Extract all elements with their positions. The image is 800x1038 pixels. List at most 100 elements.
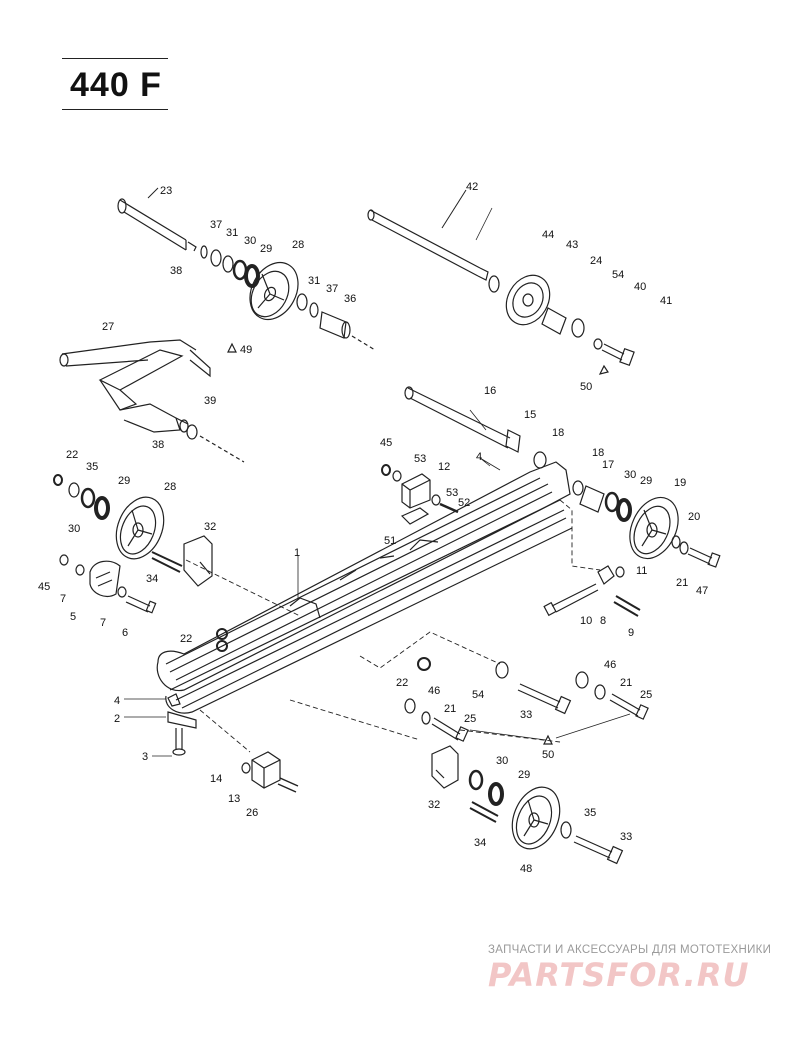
callout-23: 23 xyxy=(160,185,172,197)
washer-part-40 xyxy=(593,338,603,350)
callout-16: 16 xyxy=(484,385,496,397)
spacer-stack-upper xyxy=(200,245,260,288)
washer-part-18-upper xyxy=(533,451,547,469)
callout-21: 21 xyxy=(444,703,456,715)
bolt-part-26 xyxy=(277,777,299,793)
swing-arm-part-27 xyxy=(59,339,211,433)
callout-30: 30 xyxy=(68,523,80,535)
bracket-part-8 xyxy=(597,565,615,585)
washer-part-44 xyxy=(488,275,500,293)
callout-13: 13 xyxy=(228,793,240,805)
nut-part-11 xyxy=(615,566,625,578)
callout-51: 51 xyxy=(384,535,396,547)
wheel-part-28-left xyxy=(115,496,165,560)
callout-7: 7 xyxy=(60,593,66,605)
callout-4: 4 xyxy=(476,451,482,463)
callout-2: 2 xyxy=(114,713,120,725)
nut-part-50-upper xyxy=(598,364,609,375)
callout-30: 30 xyxy=(496,755,508,767)
callout-37: 37 xyxy=(326,283,338,295)
callout-43: 43 xyxy=(566,239,578,251)
screw-part-3 xyxy=(172,728,186,756)
callout-44: 44 xyxy=(542,229,554,241)
bumper-part-5 xyxy=(89,560,121,597)
callout-46: 46 xyxy=(428,685,440,697)
callout-24: 24 xyxy=(590,255,602,267)
shaft-part-16 xyxy=(404,386,521,453)
ring-part-30-left xyxy=(80,487,96,509)
nut-part-22-right xyxy=(417,657,431,671)
callout-33: 33 xyxy=(520,709,532,721)
plate-part-2 xyxy=(167,711,197,729)
callout-34: 34 xyxy=(474,837,486,849)
watermark-tagline: ЗАПЧАСТИ И АКСЕССУАРЫ ДЛЯ МОТОТЕХНИКИ xyxy=(488,944,772,956)
bolt-part-33-mid xyxy=(517,683,572,715)
nut-part-22-mid-upper xyxy=(216,628,228,640)
nut-part-22-mid-lower xyxy=(216,640,228,652)
callout-1: 1 xyxy=(294,547,300,559)
callout-53: 53 xyxy=(446,487,458,499)
axle-part-42 xyxy=(367,189,489,281)
callout-29: 29 xyxy=(118,475,130,487)
callout-10: 10 xyxy=(580,615,592,627)
callout-5: 5 xyxy=(70,611,76,623)
washer-part-39 xyxy=(186,424,198,440)
callout-34: 34 xyxy=(146,573,158,585)
bolt-part-34-lower xyxy=(469,801,499,823)
callout-27: 27 xyxy=(102,321,114,333)
callout-25: 25 xyxy=(464,713,476,725)
bolt-part-33-lower xyxy=(573,835,624,865)
callout-14: 14 xyxy=(210,773,222,785)
callout-31: 31 xyxy=(308,275,320,287)
washer-part-18-right xyxy=(572,480,584,496)
callout-15: 15 xyxy=(524,409,536,421)
callout-29: 29 xyxy=(640,475,652,487)
diagram-title: 440 F xyxy=(70,66,162,104)
washer-part-21-right xyxy=(679,541,689,555)
wheel-part-28-upper xyxy=(249,261,299,321)
spacer-part-17 xyxy=(579,485,605,513)
callout-33: 33 xyxy=(620,831,632,843)
callout-labels: 23 37 31 30 29 28 38 31 37 36 42 44 43 2… xyxy=(38,181,708,875)
callout-32: 32 xyxy=(428,799,440,811)
callout-37: 37 xyxy=(210,219,222,231)
callout-52: 52 xyxy=(458,497,470,509)
bolt-part-25-left xyxy=(431,717,469,742)
callout-28: 28 xyxy=(292,239,304,251)
ring-part-30-lower xyxy=(468,769,484,791)
bearing-part-29-lower xyxy=(488,782,504,806)
washer-part-46-left xyxy=(404,698,416,714)
callout-7: 7 xyxy=(100,617,106,629)
spacer-stack-upper-right xyxy=(296,293,376,351)
callout-30: 30 xyxy=(624,469,636,481)
wheel-part-43 xyxy=(505,274,551,326)
diagram-artwork xyxy=(53,187,721,865)
callout-18: 18 xyxy=(552,427,564,439)
callout-18: 18 xyxy=(592,447,604,459)
callout-46: 46 xyxy=(604,659,616,671)
callout-11: 11 xyxy=(636,565,647,577)
callout-20: 20 xyxy=(688,511,700,523)
block-part-51 xyxy=(400,507,430,525)
callout-42: 42 xyxy=(466,181,478,193)
block-part-12 xyxy=(401,473,431,509)
bolt-part-6 xyxy=(125,595,157,614)
callout-49: 49 xyxy=(240,344,252,356)
bolt-part-47 xyxy=(687,547,721,568)
washer-part-21-left xyxy=(421,711,431,725)
bearing-part-29-left xyxy=(94,496,110,520)
callout-leader-lines xyxy=(124,207,501,757)
callout-29: 29 xyxy=(260,243,272,255)
callout-29: 29 xyxy=(518,769,530,781)
callout-38: 38 xyxy=(170,265,182,277)
callout-19: 19 xyxy=(674,477,686,489)
callout-35: 35 xyxy=(86,461,98,473)
callout-38: 38 xyxy=(152,439,164,451)
washer-part-54 xyxy=(571,318,585,338)
watermark-logo: PARTSFOR.RU xyxy=(488,956,750,994)
title-top-rule xyxy=(62,58,168,59)
callout-50: 50 xyxy=(542,749,554,761)
callout-54: 54 xyxy=(612,269,624,281)
callout-47: 47 xyxy=(696,585,708,597)
